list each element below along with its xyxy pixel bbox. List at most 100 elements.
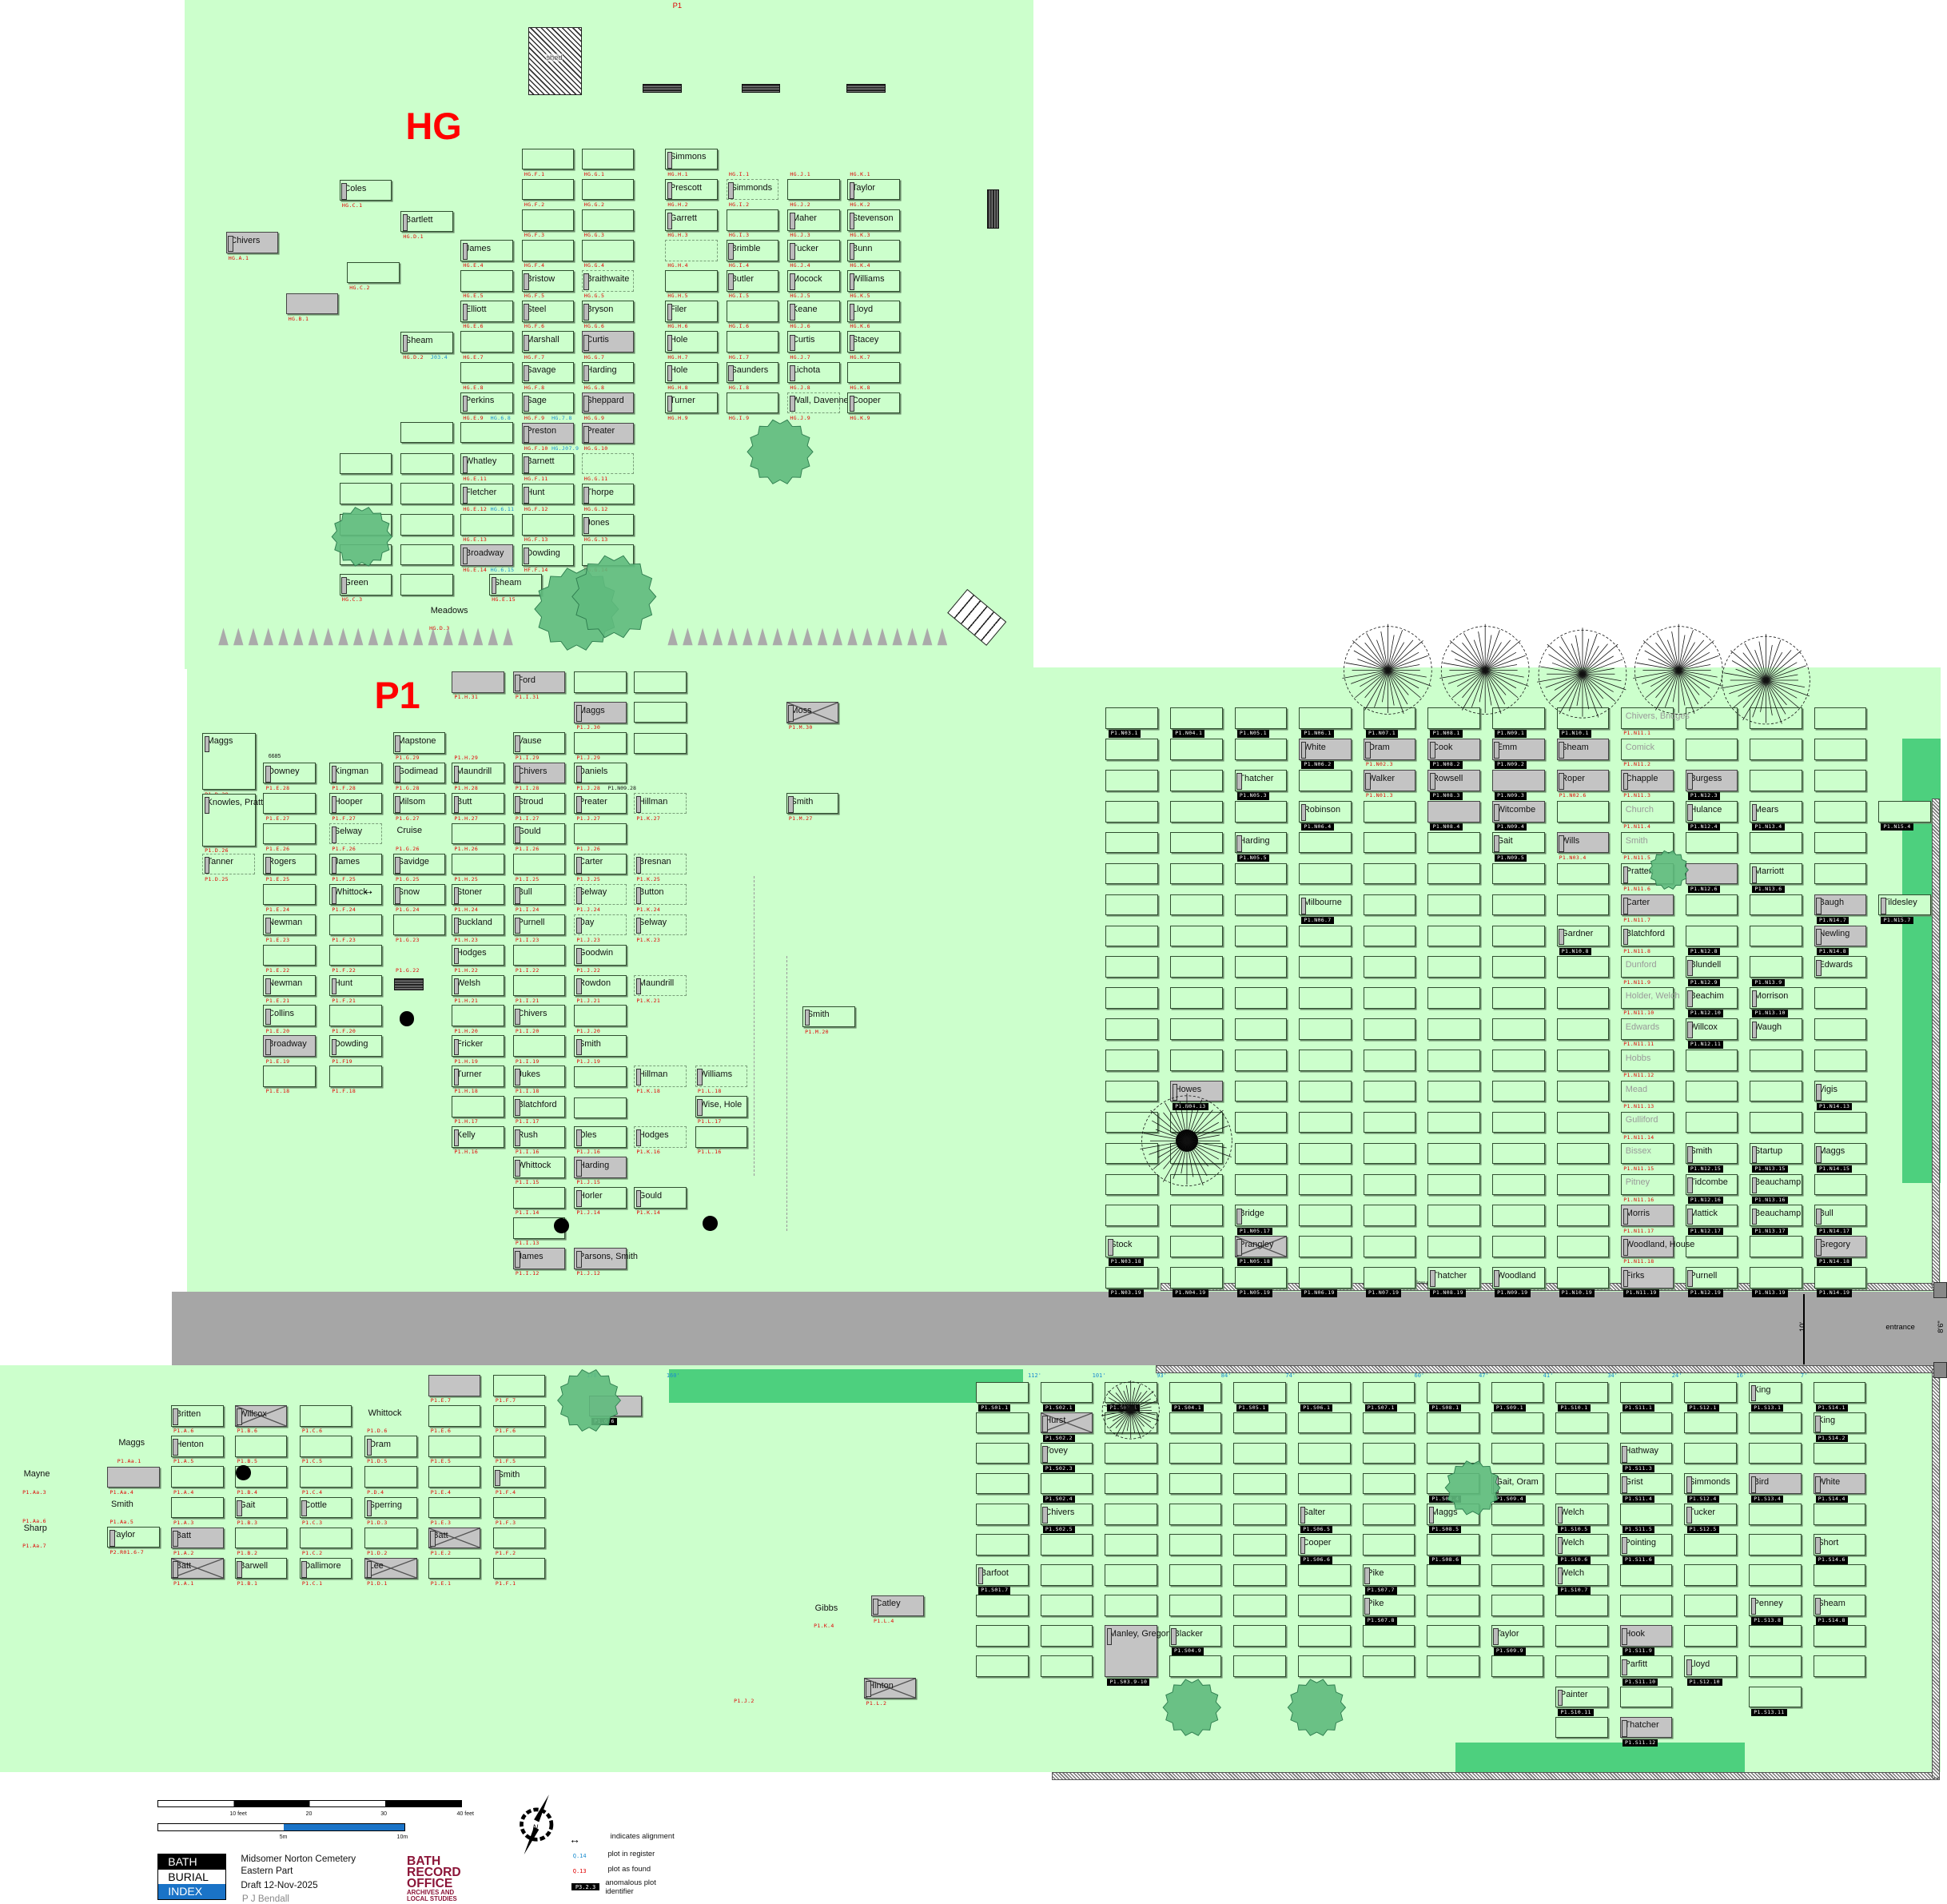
plot[interactable]: Cook: [1427, 739, 1480, 760]
plot[interactable]: [1750, 1111, 1802, 1133]
plot[interactable]: Chivers: [1040, 1503, 1093, 1525]
plot[interactable]: Sheppard: [581, 392, 635, 414]
plot[interactable]: [1363, 862, 1416, 885]
plot[interactable]: Stoner: [452, 883, 504, 906]
plot[interactable]: [400, 574, 453, 595]
plot[interactable]: Butler: [726, 270, 779, 292]
plot[interactable]: [107, 1466, 160, 1488]
plot[interactable]: Garrett: [665, 209, 718, 231]
plot[interactable]: Blacker: [1169, 1625, 1222, 1647]
plot[interactable]: [1170, 987, 1223, 1009]
plot[interactable]: [1491, 1564, 1544, 1586]
plot[interactable]: [1299, 1267, 1352, 1289]
plot[interactable]: [1814, 1111, 1867, 1133]
plot[interactable]: [1427, 956, 1480, 978]
plot[interactable]: [1363, 1050, 1416, 1071]
plot[interactable]: [1363, 1080, 1416, 1102]
plot[interactable]: [1427, 1080, 1480, 1102]
plot[interactable]: [1685, 1050, 1738, 1071]
plot[interactable]: Kingman: [329, 762, 382, 784]
plot[interactable]: [452, 823, 504, 845]
plot[interactable]: [1748, 1655, 1802, 1678]
plot[interactable]: [1362, 1625, 1415, 1647]
plot[interactable]: [1297, 1655, 1351, 1678]
plot[interactable]: [1556, 894, 1610, 916]
plot[interactable]: [1556, 987, 1610, 1009]
plot[interactable]: [263, 823, 317, 845]
plot[interactable]: [1814, 831, 1867, 854]
plot[interactable]: Penney: [1748, 1595, 1802, 1616]
plot[interactable]: [1105, 1534, 1157, 1555]
plot[interactable]: [1299, 831, 1352, 854]
plot[interactable]: [1491, 1111, 1545, 1133]
plot[interactable]: [1105, 1595, 1157, 1616]
plot[interactable]: [1491, 1080, 1545, 1102]
plot[interactable]: Williams: [695, 1066, 748, 1087]
plot[interactable]: [1491, 1236, 1545, 1257]
plot[interactable]: [1814, 770, 1867, 791]
plot[interactable]: [1170, 1050, 1223, 1071]
plot[interactable]: Milsom: [392, 792, 446, 815]
plot[interactable]: [1555, 1442, 1608, 1464]
plot[interactable]: [1684, 1534, 1737, 1555]
plot[interactable]: [1427, 1050, 1480, 1071]
plot[interactable]: White: [1813, 1472, 1866, 1495]
plot[interactable]: [1427, 1111, 1480, 1133]
plot[interactable]: King: [1748, 1381, 1802, 1404]
plot[interactable]: [1750, 1050, 1802, 1071]
plot[interactable]: Preater: [574, 792, 627, 815]
plot[interactable]: [1233, 1625, 1286, 1647]
plot[interactable]: Harding: [1234, 831, 1288, 854]
plot[interactable]: Manley, Gregory: [1105, 1625, 1173, 1678]
plot[interactable]: [329, 944, 382, 966]
plot[interactable]: [1363, 1205, 1416, 1226]
plot[interactable]: [1169, 1442, 1222, 1464]
plot[interactable]: [1619, 1595, 1673, 1616]
plot[interactable]: Wall, Davenne: [787, 392, 849, 414]
plot[interactable]: [329, 914, 382, 936]
plot[interactable]: [847, 361, 900, 384]
plot[interactable]: Maher: [787, 209, 840, 231]
plot[interactable]: [581, 178, 635, 201]
plot[interactable]: Perkins: [460, 392, 513, 414]
plot[interactable]: [512, 853, 566, 875]
plot[interactable]: Selway: [634, 914, 687, 936]
plot[interactable]: Butt: [452, 792, 504, 815]
plot[interactable]: [581, 209, 635, 231]
plot[interactable]: Witcombe: [1491, 801, 1545, 823]
plot[interactable]: Bristow: [521, 270, 575, 292]
plot[interactable]: Stock: [1105, 1236, 1159, 1257]
plot[interactable]: [1105, 1442, 1157, 1464]
plot[interactable]: [1427, 1655, 1479, 1678]
plot[interactable]: [1813, 1655, 1866, 1678]
plot[interactable]: Smith: [786, 792, 839, 815]
plot[interactable]: Barfoot: [976, 1564, 1029, 1586]
plot[interactable]: Harding: [574, 1157, 627, 1178]
plot[interactable]: Jones: [581, 514, 635, 536]
plot[interactable]: [1491, 1205, 1545, 1226]
plot[interactable]: Oles: [574, 1126, 627, 1148]
plot[interactable]: Beauchamp: [1750, 1173, 1802, 1196]
plot[interactable]: [1234, 1080, 1288, 1102]
plot[interactable]: Bull: [1814, 1205, 1867, 1226]
plot[interactable]: Purnell: [512, 914, 566, 936]
plot[interactable]: Thatcher: [1427, 1267, 1480, 1289]
plot[interactable]: Morris: [1621, 1205, 1674, 1226]
plot[interactable]: [1491, 770, 1545, 791]
plot[interactable]: Welch: [1555, 1564, 1608, 1586]
plot[interactable]: [1685, 862, 1738, 885]
plot[interactable]: [1363, 1236, 1416, 1257]
plot[interactable]: [1170, 1205, 1223, 1226]
plot[interactable]: [1169, 1595, 1222, 1616]
plot[interactable]: [1427, 862, 1480, 885]
plot[interactable]: Tildesley: [1878, 894, 1931, 916]
plot[interactable]: Hulance: [1685, 801, 1738, 823]
plot[interactable]: [1233, 1442, 1286, 1464]
plot[interactable]: [1814, 862, 1867, 885]
plot[interactable]: Smith: [802, 1006, 855, 1028]
plot[interactable]: Filer: [665, 301, 718, 322]
plot[interactable]: [1170, 1173, 1223, 1196]
plot[interactable]: [512, 1187, 566, 1209]
plot[interactable]: [1233, 1503, 1286, 1525]
plot[interactable]: [1427, 1595, 1479, 1616]
